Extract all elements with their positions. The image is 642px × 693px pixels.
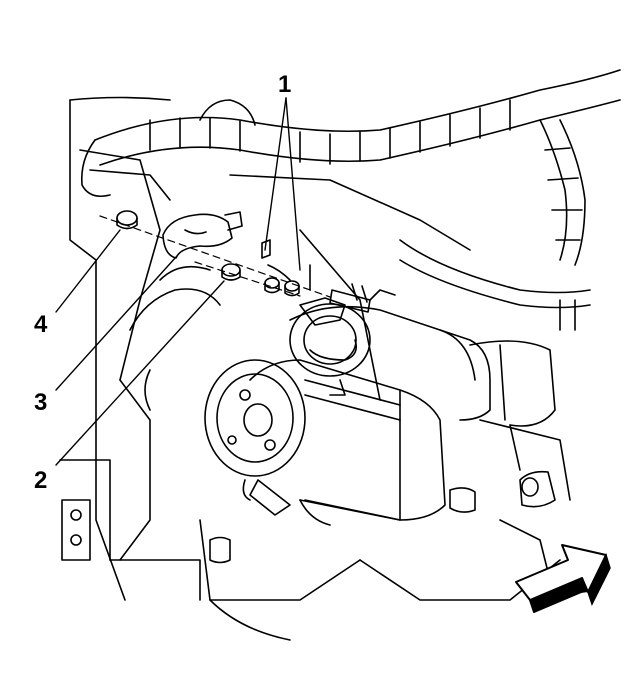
- forward-arrow-icon: [515, 544, 611, 614]
- callout-1: 1: [278, 71, 291, 98]
- battery-cable-terminal: [162, 211, 243, 259]
- wiring-harness: [80, 69, 621, 331]
- mount-bracket: [61, 487, 476, 564]
- solenoid-terminals: [261, 239, 396, 326]
- exploded-axis-lines: [99, 215, 331, 298]
- callout-leaders: [55, 97, 301, 466]
- engine-block-outline: [59, 96, 571, 641]
- callout-2: 2: [34, 467, 47, 494]
- callout-3: 3: [34, 389, 47, 416]
- nut-part: [221, 263, 241, 281]
- starter-motor: [204, 303, 556, 526]
- callout-4: 4: [34, 311, 48, 338]
